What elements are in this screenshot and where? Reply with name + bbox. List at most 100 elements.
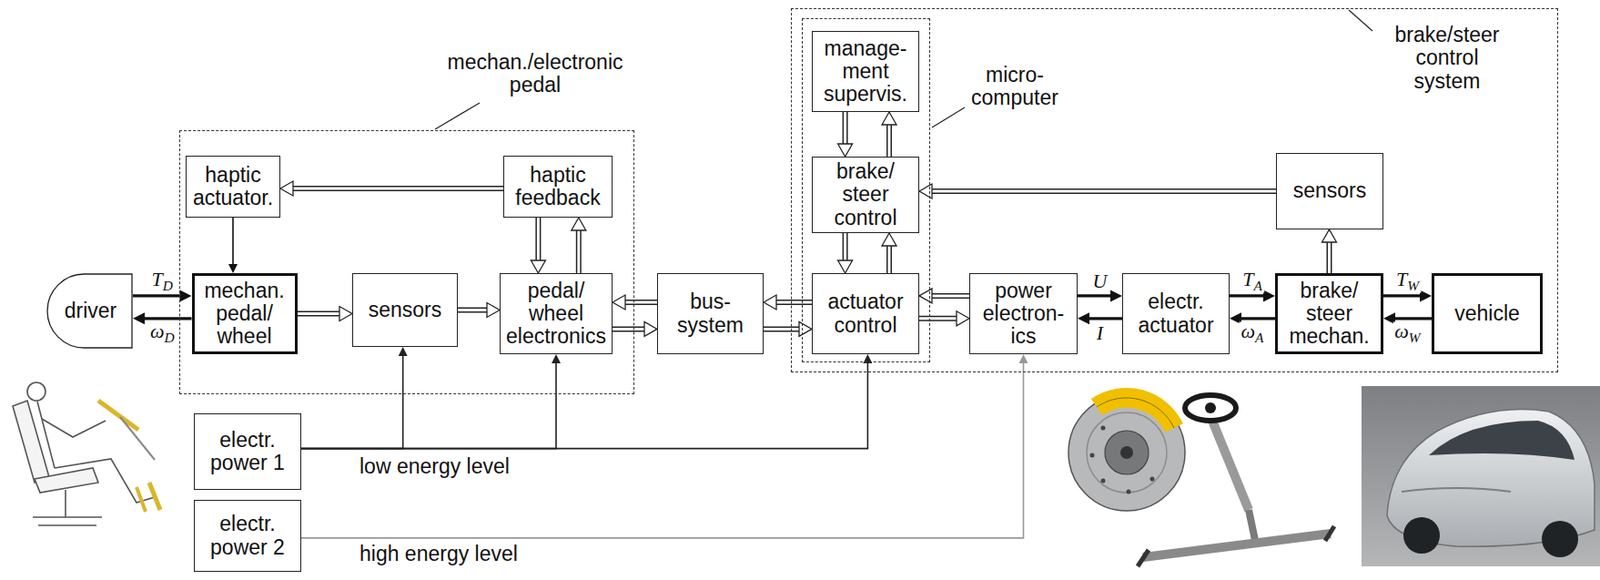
hollow-arrowhead <box>881 232 897 246</box>
box-label: driver <box>59 299 118 323</box>
subscript: D <box>163 329 174 345</box>
double-line-core <box>625 301 658 304</box>
thin-connector <box>301 363 1024 538</box>
connector-arrow <box>1077 289 1123 302</box>
subscript: W <box>1407 277 1419 294</box>
signal-label: U <box>1091 271 1110 292</box>
double-line-core <box>931 293 970 297</box>
connector-arrow <box>457 303 500 318</box>
thick-connector <box>1395 316 1432 320</box>
figure-head <box>27 382 46 401</box>
steering-rack <box>1143 533 1331 557</box>
driver-shape: driver <box>42 273 133 349</box>
caliper-edge <box>1096 397 1175 428</box>
connector-arrow <box>571 217 587 274</box>
solid-arrowhead <box>398 346 408 356</box>
brake-disc <box>1068 394 1185 511</box>
drill-hole <box>1126 489 1132 495</box>
double-line-shaft <box>886 245 892 274</box>
car-window <box>1428 420 1575 460</box>
signal-label: TD <box>150 269 175 293</box>
process-box: actuator control <box>811 273 920 355</box>
double-line-shaft <box>293 185 504 192</box>
double-line-shaft <box>919 315 957 322</box>
process-box: vehicle <box>1431 273 1543 355</box>
connector-arrow <box>228 217 238 274</box>
box-label: brake/ steer control <box>820 160 912 230</box>
box-label: power electron- ics <box>978 279 1070 349</box>
process-box: brake/ steer control <box>811 156 920 233</box>
double-line-core <box>577 230 580 274</box>
double-line-core <box>612 327 645 331</box>
tie-rod <box>1325 526 1335 541</box>
drill-hole <box>1101 425 1106 431</box>
steering-hub <box>1205 402 1216 414</box>
box-label: electr. actuator <box>1130 290 1222 337</box>
hollow-arrowhead <box>838 260 853 274</box>
double-line-core <box>457 308 487 312</box>
solid-arrowhead <box>180 289 193 302</box>
brake-caliper <box>1096 397 1175 428</box>
double-line-shaft <box>931 188 1276 194</box>
seat-backrest <box>12 400 50 483</box>
group-heading: micro- computer <box>964 63 1065 111</box>
double-line-core <box>843 111 847 144</box>
steering-column <box>1212 420 1249 510</box>
process-box: sensors <box>352 273 458 347</box>
box-label: haptic actuator. <box>191 163 275 211</box>
double-line-core <box>536 217 540 261</box>
process-box: electr. actuator <box>1122 273 1230 355</box>
process-box: sensors <box>1275 152 1384 230</box>
hollow-arrowhead <box>339 306 353 322</box>
double-line-shaft <box>1326 242 1333 274</box>
solid-arrowhead <box>1077 312 1090 325</box>
group-heading: brake/steer control system <box>1387 23 1507 93</box>
process-box: brake/ steer mechan. <box>1275 273 1384 355</box>
group-frame: micro- computermanage- ment supervis.bra… <box>801 18 931 363</box>
thick-connector <box>1241 316 1276 320</box>
connector-arrow <box>301 354 872 449</box>
connector-arrow <box>1322 229 1337 274</box>
leader-line <box>1348 10 1373 31</box>
group-frame: brake/steer control system micro- compute… <box>790 8 1559 373</box>
car-wheel <box>1403 516 1440 554</box>
signal-label: ωA <box>1239 321 1266 345</box>
box-label: manage- ment supervis. <box>820 37 912 107</box>
signal-label: TA <box>1240 269 1265 293</box>
group-heading: mechan./electronic pedal <box>425 50 645 98</box>
double-line-shaft <box>776 299 812 305</box>
double-line-core <box>763 327 800 331</box>
connector-arrow <box>297 306 354 322</box>
subscript: D <box>162 277 173 294</box>
disc-hub <box>1104 430 1149 475</box>
process-box: electr. power 2 <box>193 499 302 572</box>
solid-arrowhead <box>1419 289 1432 302</box>
box-label: sensors <box>368 298 443 322</box>
process-box: power electron- ics <box>969 273 1078 355</box>
leader-line <box>435 102 480 130</box>
double-line-shaft <box>842 232 849 261</box>
double-line-shaft <box>763 325 800 332</box>
leader-line <box>931 107 965 128</box>
steering-column <box>120 416 155 460</box>
process-box: mechan. pedal/ wheel <box>192 273 298 355</box>
hub-hole <box>1120 445 1134 459</box>
solid-arrowhead <box>228 263 238 274</box>
photo-background <box>1361 385 1600 567</box>
hollow-arrowhead <box>1322 229 1337 243</box>
hollow-arrowhead <box>280 181 294 196</box>
double-line-shaft <box>625 299 658 305</box>
connector-arrow <box>919 288 970 304</box>
seat-post <box>64 489 67 517</box>
double-line-shaft <box>612 325 645 332</box>
connector-arrow <box>301 354 1029 538</box>
double-line-shaft <box>576 230 582 274</box>
seat-rail <box>32 516 102 518</box>
connector-arrow <box>919 311 970 326</box>
car-line <box>1401 487 1511 492</box>
double-line-shaft <box>535 217 541 261</box>
connector-arrow <box>301 346 408 449</box>
box-label: sensors <box>1293 179 1368 203</box>
box-label: pedal/ wheel electronics <box>505 279 608 349</box>
